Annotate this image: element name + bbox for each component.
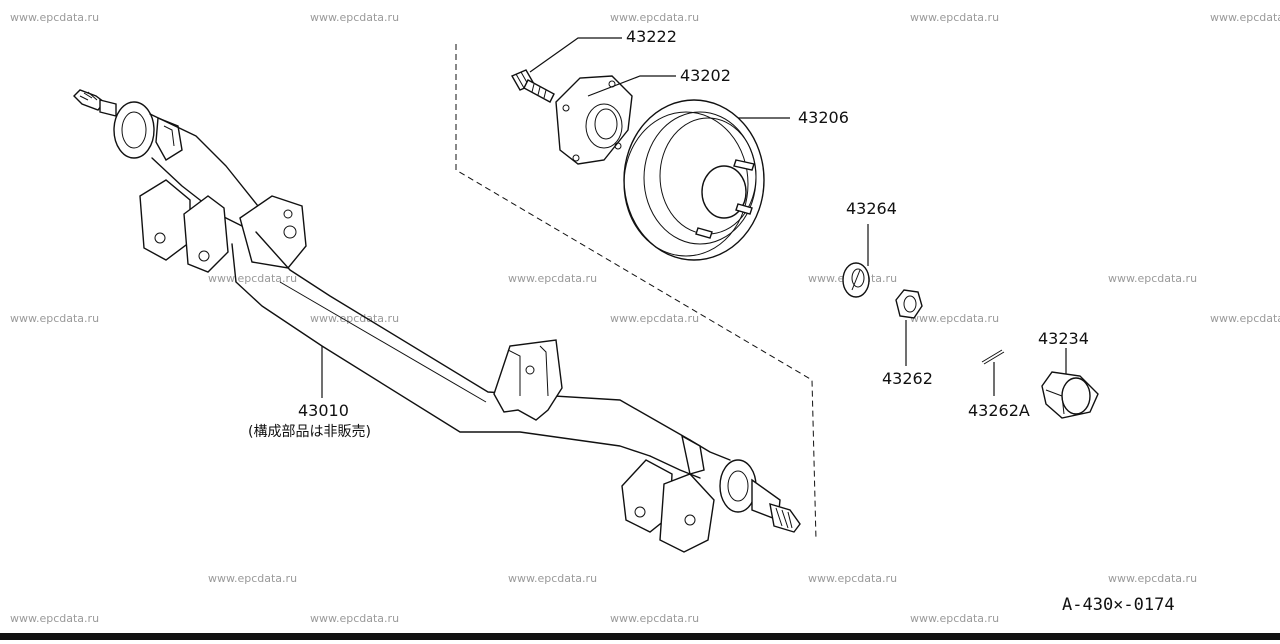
watermark: www.epcdata.ru bbox=[310, 612, 399, 625]
part-labels: 43222 43202 43206 43264 43262 43262A 432… bbox=[248, 27, 1089, 440]
watermark: www.epcdata.ru bbox=[208, 572, 297, 585]
watermark: www.epcdata.ru bbox=[1210, 11, 1280, 24]
watermark: www.epcdata.ru bbox=[10, 312, 99, 325]
watermark: www.epcdata.ru bbox=[610, 612, 699, 625]
nut-drawing[interactable] bbox=[895, 289, 923, 319]
watermark: www.epcdata.ru bbox=[808, 572, 897, 585]
watermark: www.epcdata.ru bbox=[910, 11, 999, 24]
watermark: www.epcdata.ru bbox=[10, 11, 99, 24]
part-number-43262[interactable]: 43262 bbox=[882, 369, 933, 388]
watermark: www.epcdata.ru bbox=[610, 312, 699, 325]
diagram-code: A-430×-0174 bbox=[1062, 595, 1175, 615]
hub-drawing[interactable] bbox=[555, 75, 633, 165]
watermark: www.epcdata.ru bbox=[1108, 572, 1197, 585]
watermark: www.epcdata.ru bbox=[508, 572, 597, 585]
assembly-outline bbox=[455, 44, 817, 541]
brake-drum-drawing[interactable] bbox=[623, 99, 765, 261]
watermark: www.epcdata.ru bbox=[310, 11, 399, 24]
part-note-43010: (構成部品は非販売) bbox=[248, 424, 371, 440]
watermark: www.epcdata.ru bbox=[910, 612, 999, 625]
watermark: www.epcdata.ru bbox=[310, 312, 399, 325]
part-number-43264[interactable]: 43264 bbox=[846, 199, 897, 218]
watermark: www.epcdata.ru bbox=[1210, 312, 1280, 325]
watermark: www.epcdata.ru bbox=[10, 612, 99, 625]
watermark: www.epcdata.ru bbox=[1108, 272, 1197, 285]
part-number-43206[interactable]: 43206 bbox=[798, 108, 849, 127]
cotter-pin-drawing[interactable] bbox=[981, 349, 1005, 365]
watermark: www.epcdata.ru bbox=[610, 11, 699, 24]
part-number-43262A[interactable]: 43262A bbox=[968, 401, 1030, 420]
part-number-43234[interactable]: 43234 bbox=[1038, 329, 1089, 348]
bottom-border bbox=[0, 633, 1280, 640]
watermark: www.epcdata.ru bbox=[910, 312, 999, 325]
watermark: www.epcdata.ru bbox=[508, 272, 597, 285]
part-number-43202[interactable]: 43202 bbox=[680, 66, 731, 85]
hub-bolt-drawing[interactable] bbox=[511, 69, 555, 103]
part-number-43222[interactable]: 43222 bbox=[626, 27, 677, 46]
axle-beam-drawing[interactable] bbox=[73, 89, 801, 553]
watermark-layer: www.epcdata.ru www.epcdata.ru www.epcdat… bbox=[10, 11, 1280, 625]
watermark: www.epcdata.ru bbox=[208, 272, 297, 285]
leader-lines bbox=[321, 37, 1067, 398]
washer-drawing[interactable] bbox=[842, 262, 870, 298]
grease-cap-drawing[interactable] bbox=[1041, 371, 1099, 419]
part-number-43010[interactable]: 43010 bbox=[298, 401, 349, 420]
